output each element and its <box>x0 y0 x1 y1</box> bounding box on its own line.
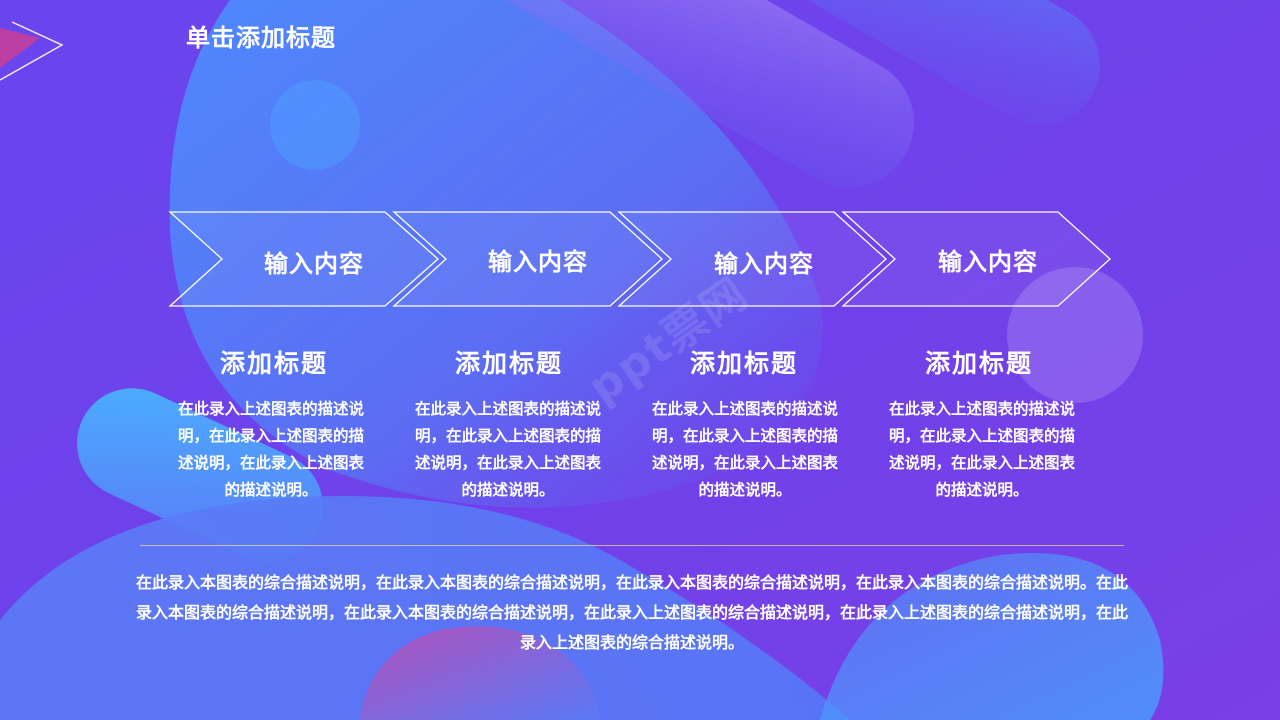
bg-triangle-outline <box>0 21 64 81</box>
process-step-label: 输入内容 <box>714 250 814 278</box>
column-title: 添加标题 <box>924 349 1033 378</box>
process-chevron-2 <box>392 211 663 307</box>
process-chevron-3 <box>617 211 887 307</box>
process-chevron-4 <box>841 211 1111 307</box>
process-step-label: 输入内容 <box>488 248 588 276</box>
column-title: 添加标题 <box>689 349 798 378</box>
bg-pill-2 <box>720 0 1100 125</box>
column-description: 在此录入上述图表的描述说明，在此录入上述图表的描述说明，在此录入上述图表的描述说… <box>651 400 838 499</box>
bg-bottom-pink <box>360 626 600 720</box>
bg-circle-right <box>1007 267 1143 403</box>
column-title: 添加标题 <box>454 349 563 378</box>
column-description: 在此录入上述图表的描述说明，在此录入上述图表的描述说明，在此录入上述图表的描述说… <box>888 400 1075 499</box>
bg-circle-small <box>270 80 360 170</box>
bg-bottom-wave <box>0 496 850 720</box>
slide-title: 单击添加标题 <box>186 24 336 52</box>
process-chevron-1 <box>168 211 439 307</box>
bg-pill-1 <box>446 0 914 188</box>
column-description: 在此录入上述图表的描述说明，在此录入上述图表的描述说明，在此录入上述图表的描述说… <box>177 400 364 499</box>
bg-triangle-fill <box>0 28 40 68</box>
summary-text: 在此录入本图表的综合描述说明，在此录入本图表的综合描述说明，在此录入本图表的综合… <box>135 573 1128 652</box>
divider-line <box>140 545 1124 546</box>
column-title: 添加标题 <box>219 349 328 378</box>
column-description: 在此录入上述图表的描述说明，在此录入上述图表的描述说明，在此录入上述图表的描述说… <box>414 400 601 499</box>
bg-bottom-right <box>820 553 1164 720</box>
process-step-label: 输入内容 <box>938 248 1038 276</box>
process-step-label: 输入内容 <box>264 250 364 278</box>
